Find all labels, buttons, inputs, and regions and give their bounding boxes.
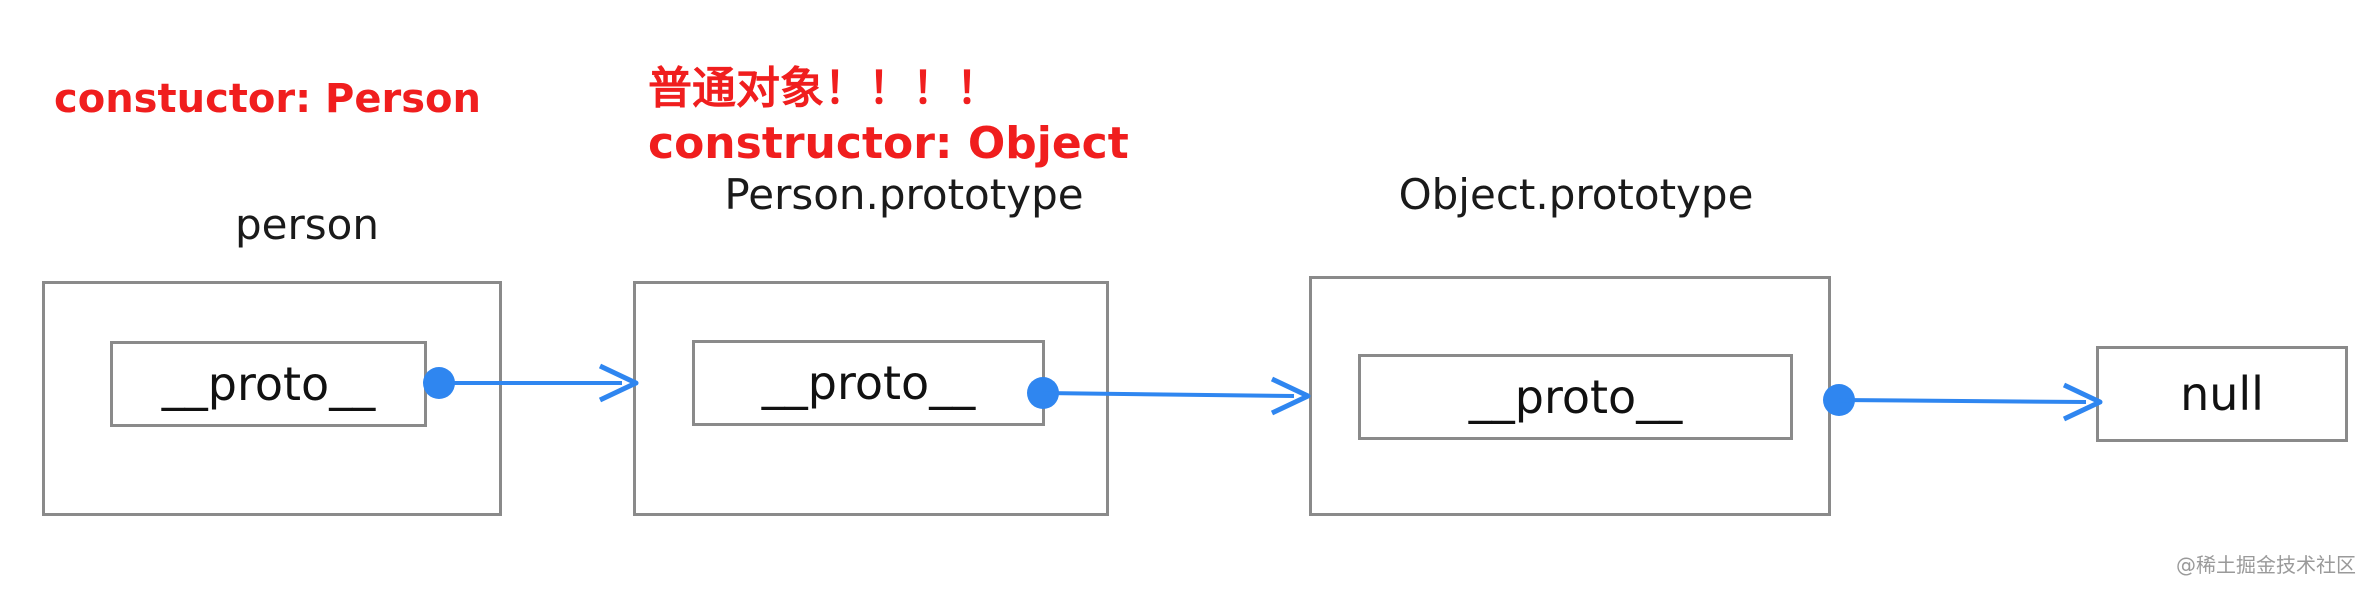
person-prototype-title: Person.prototype [724,170,1084,219]
person-proto-field: __proto__ [110,341,427,427]
null-label: null [2180,367,2264,421]
arrow-person-to-person-prototype [423,363,639,403]
arrow-object-prototype-to-null [1823,382,2103,422]
prototype-plain-object-annotation: 普通对象！！！！ [647,62,1002,116]
person-constructor-annotation: constuctor: Person [54,76,481,122]
arrow-person-prototype-to-object-prototype [1027,376,1311,416]
prototype-constructor-annotation: constructor: Object [647,117,1131,171]
person-prototype-proto-field: __proto__ [692,340,1045,426]
person-proto-label: __proto__ [161,357,376,411]
watermark: @稀土掘金技术社区 [2176,553,2356,577]
person-title: person [235,200,379,249]
object-prototype-proto-label: __proto__ [1468,370,1683,424]
null-box: null [2096,346,2348,442]
object-prototype-proto-field: __proto__ [1358,354,1793,440]
person-prototype-proto-label: __proto__ [761,356,976,410]
object-prototype-title: Object.prototype [1398,170,1754,219]
